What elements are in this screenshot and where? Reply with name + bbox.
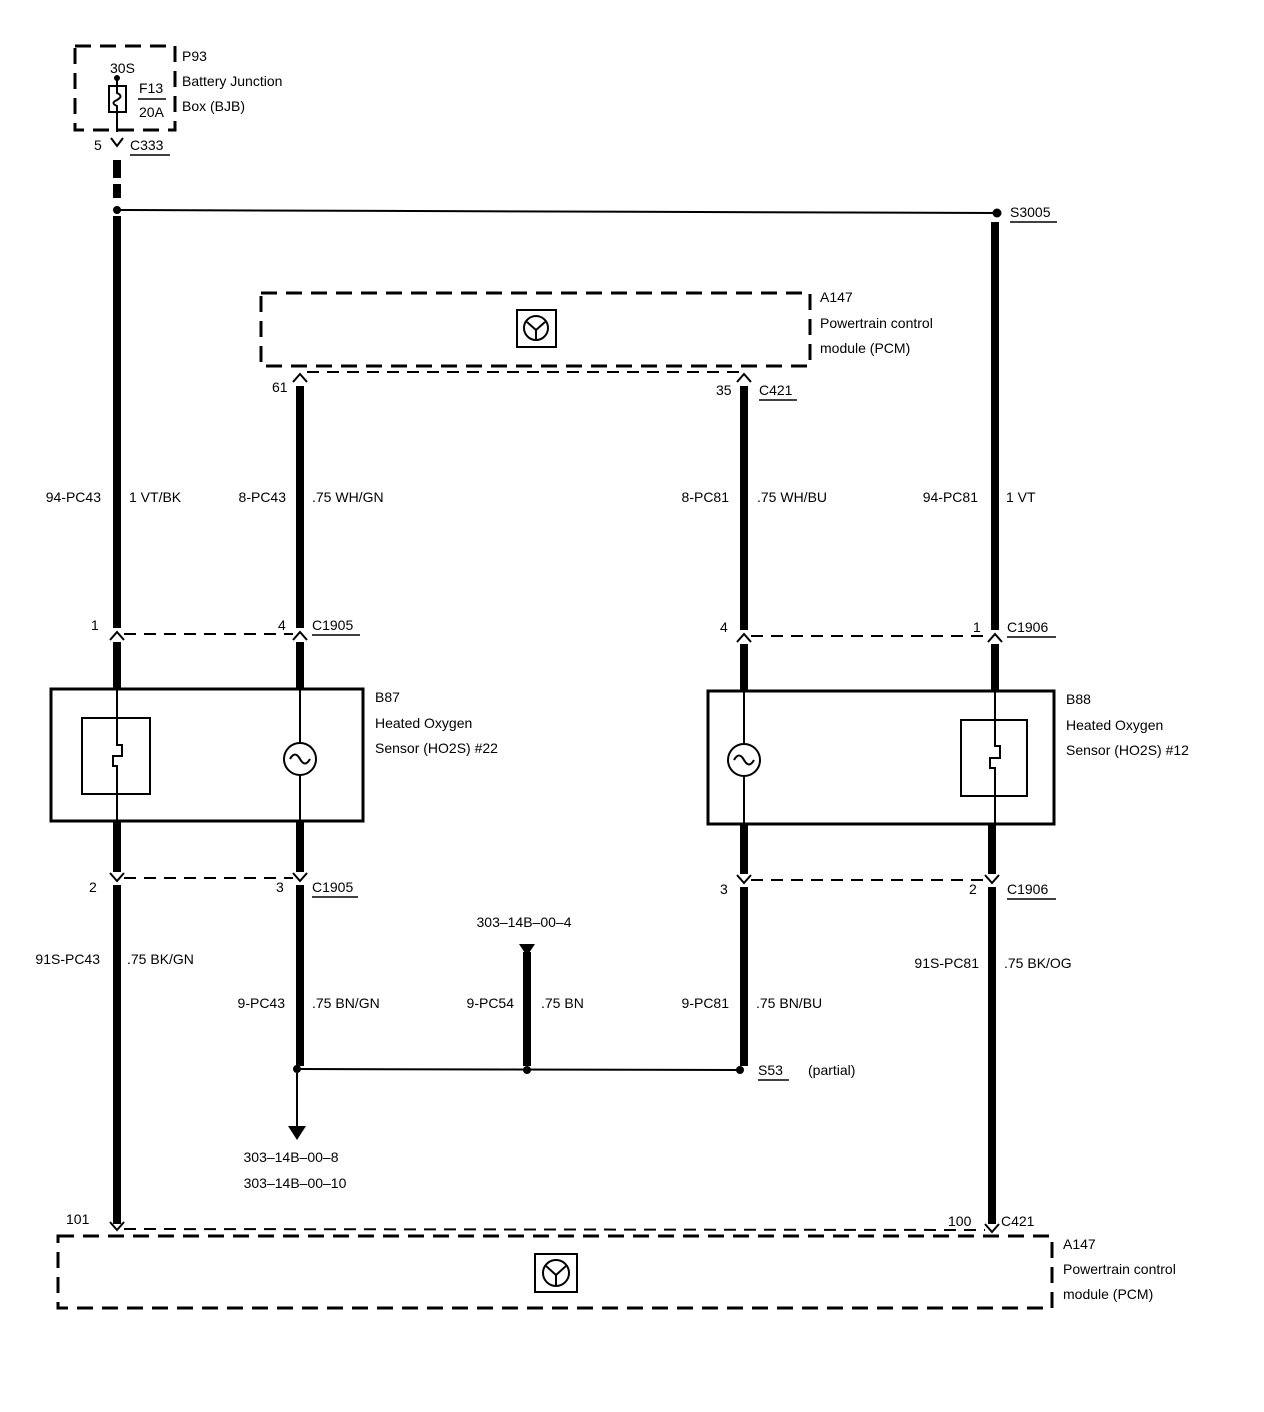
wire-circuit-8-pc43: 8-PC43 [239, 489, 287, 505]
splice-dot-left [293, 1065, 301, 1073]
pcm-top-id: A147 [820, 289, 853, 305]
s3005-label: S3005 [1010, 204, 1051, 220]
sensor-left-name-line1: Heated Oxygen [375, 715, 472, 731]
pcm-bottom-connector: C421 [1001, 1213, 1035, 1229]
sensor-b87: B87 Heated Oxygen Sensor (HO2S) #22 [49, 687, 498, 823]
bjb-id: P93 [182, 48, 207, 64]
wire-spec-94-pc81: 1 VT [1006, 489, 1036, 505]
pcm-module-icon [534, 1253, 578, 1293]
heater-element-icon [81, 689, 151, 821]
s53-note: (partial) [808, 1062, 855, 1078]
wire-circuit-9-pc43: 9-PC43 [238, 995, 286, 1011]
pcm-top-pin-left: 61 [272, 379, 288, 395]
c333-pin: 5 [94, 137, 102, 153]
wire-circuit-91s-pc43: 91S-PC43 [35, 951, 100, 967]
connector-c1905-top: 1 4 C1905 [91, 617, 360, 641]
splice-wire-top [116, 209, 998, 214]
ref-page-top: 303–14B–00–4 [477, 914, 572, 930]
wire-spec-8-pc81: .75 WH/BU [757, 489, 827, 505]
wire-spec-94-pc43: 1 VT/BK [129, 489, 182, 505]
c1906-top-label: C1906 [1007, 619, 1048, 635]
wire-right-outer [988, 222, 999, 1224]
wire-circuit-94-pc81: 94-PC81 [923, 489, 978, 505]
connector-c1906-bottom: 3 2 C1906 [720, 874, 1056, 900]
c1905-top-label: C1905 [312, 617, 353, 633]
connector-c1906-top: 4 1 C1906 [720, 619, 1056, 643]
battery-junction-box: 30S F13 20A P93 Battery Junction Box (BJ… [73, 44, 282, 156]
pcm-top: A147 Powertrain control module (PCM) 61 … [259, 289, 933, 401]
wire-circuit-9-pc81: 9-PC81 [682, 995, 730, 1011]
sensor-right-name-line2: Sensor (HO2S) #12 [1066, 742, 1189, 758]
sensor-right-name-line1: Heated Oxygen [1066, 717, 1163, 733]
bjb-name-line1: Battery Junction [182, 73, 282, 89]
c1905-bottom-label: C1905 [312, 879, 353, 895]
sensor-left-id: B87 [375, 689, 400, 705]
sensor-left-name-line2: Sensor (HO2S) #22 [375, 740, 498, 756]
c1906-top-pin-1: 1 [973, 619, 981, 635]
splice-wire-s53 [296, 1068, 741, 1071]
fuse-id: F13 [139, 80, 163, 96]
c1906-bottom-pin-3: 3 [720, 881, 728, 897]
wire-spec-91s-pc81: .75 BK/OG [1004, 955, 1072, 971]
sensor-ac-icon [727, 743, 761, 777]
c1905-bottom-pin-2: 2 [89, 879, 97, 895]
terminal-label: 30S [110, 60, 135, 76]
wire-circuit-9-pc54: 9-PC54 [467, 995, 515, 1011]
splice-dot-s53 [736, 1066, 744, 1074]
wire-spec-9-pc54: .75 BN [541, 995, 584, 1011]
connector-c1905-bottom: 2 3 C1905 [89, 872, 358, 898]
pcm-bottom-name-line1: Powertrain control [1063, 1261, 1176, 1277]
wire-circuit-94-pc43: 94-PC43 [46, 489, 101, 505]
pcm-module-icon [516, 309, 557, 348]
wire-spec-9-pc81: .75 BN/BU [756, 995, 822, 1011]
c1906-bottom-label: C1906 [1007, 881, 1048, 897]
wire-spec-91s-pc43: .75 BK/GN [127, 951, 194, 967]
bjb-name-line2: Box (BJB) [182, 98, 245, 114]
wire-circuit-8-pc81: 8-PC81 [682, 489, 730, 505]
c1905-top-pin-1: 1 [91, 617, 99, 633]
wire-spec-9-pc43: .75 BN/GN [312, 995, 380, 1011]
sensor-ac-icon [283, 742, 317, 776]
c1905-bottom-pin-3: 3 [276, 879, 284, 895]
ref-arrow-up [519, 944, 535, 956]
pcm-bottom-pin-101: 101 [66, 1211, 90, 1227]
pcm-top-name-line2: module (PCM) [820, 340, 910, 356]
pcm-bottom-pin-100: 100 [948, 1213, 972, 1229]
ref-page-bottom-2: 303–14B–00–10 [244, 1175, 347, 1191]
pcm-top-name-line1: Powertrain control [820, 315, 933, 331]
c1906-bottom-pin-2: 2 [969, 881, 977, 897]
s53-label: S53 [758, 1062, 783, 1078]
pcm-bottom-name-line2: module (PCM) [1063, 1286, 1153, 1302]
splice-dot-left [113, 206, 121, 214]
sensor-right-id: B88 [1066, 691, 1091, 707]
ref-page-bottom-1: 303–14B–00–8 [244, 1149, 339, 1165]
splice-dot-s3005 [992, 208, 1002, 218]
pcm-bottom-id: A147 [1063, 1236, 1096, 1252]
ref-arrow-down [288, 1126, 306, 1140]
wire-circuit-91s-pc81: 91S-PC81 [914, 955, 979, 971]
splice-dot-middle [523, 1066, 531, 1074]
pcm-bottom: 101 100 C421 A147 Powertrain control mod… [56, 1211, 1176, 1310]
sensor-b88: B88 Heated Oxygen Sensor (HO2S) #12 [706, 689, 1189, 826]
pcm-top-connector: C421 [759, 382, 793, 398]
c1906-top-pin-4: 4 [720, 619, 728, 635]
fuse-rating: 20A [139, 104, 165, 120]
pcm-top-pin-right: 35 [716, 382, 732, 398]
heater-element-icon [960, 691, 1028, 824]
wire-spec-8-pc43: .75 WH/GN [312, 489, 384, 505]
c333-label: C333 [130, 137, 164, 153]
c1905-top-pin-4: 4 [278, 617, 286, 633]
fuse-icon [108, 85, 127, 113]
